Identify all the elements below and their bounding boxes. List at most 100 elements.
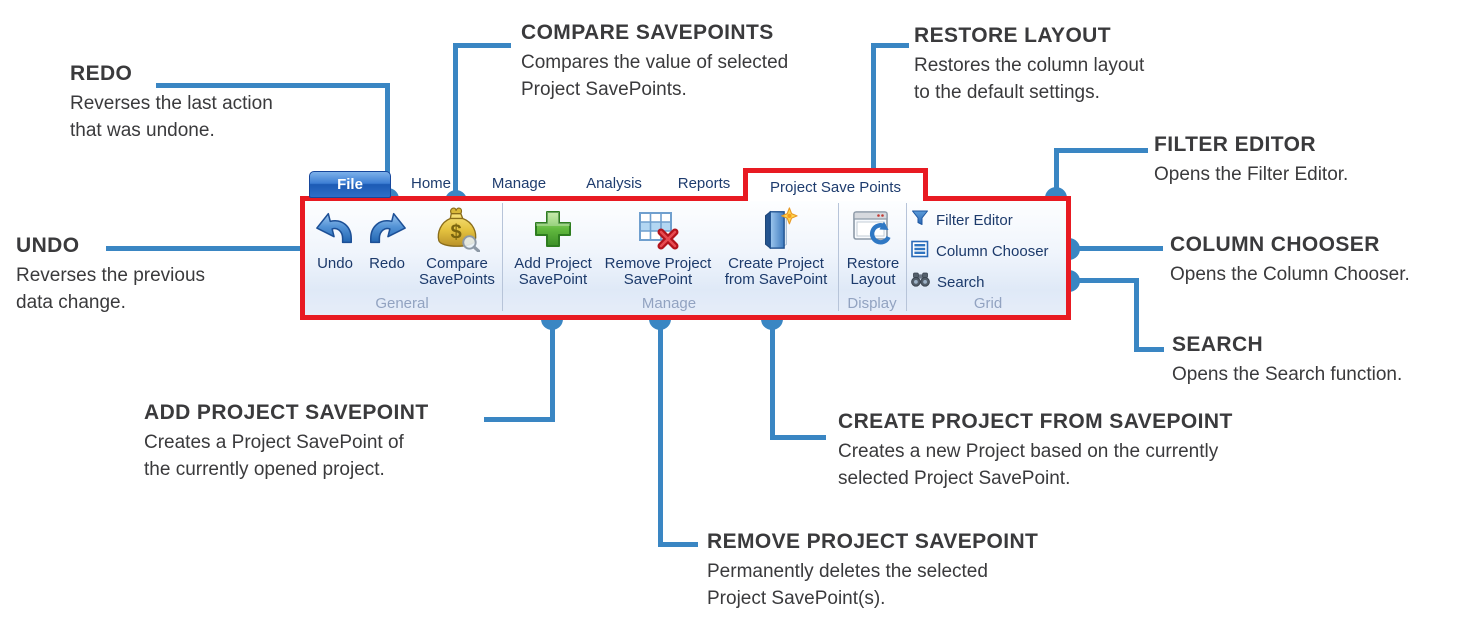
callout-undo: UNDO Reverses the previous data change.	[16, 234, 296, 316]
search-connector-line	[1069, 278, 1139, 283]
filter-editor-label: Filter Editor	[936, 211, 1013, 229]
undo-button-label: Undo	[317, 255, 353, 272]
binoculars-icon	[911, 272, 930, 292]
callout-column-chooser: COLUMN CHOOSER Opens the Column Chooser.	[1170, 233, 1480, 288]
callout-create-line: Creates a new Project based on the curre…	[838, 441, 1219, 462]
column-chooser-button[interactable]: Column Chooser	[911, 237, 1049, 265]
callout-add-title: ADD PROJECT SAVEPOINT	[144, 401, 429, 424]
undo-button[interactable]: Undo	[310, 202, 360, 296]
filter-funnel-icon	[911, 209, 929, 232]
filter-connector-line	[1054, 148, 1148, 153]
group-label-grid: Grid	[973, 295, 1003, 312]
column-list-icon	[911, 240, 929, 263]
group-label-manage: Manage	[641, 295, 697, 312]
add-project-savepoint-button[interactable]: Add Project SavePoint	[506, 202, 600, 296]
callout-compare-title: COMPARE SAVEPOINTS	[521, 21, 774, 44]
undo-arrow-icon	[312, 202, 358, 256]
group-separator	[838, 203, 839, 311]
remove-project-savepoint-label: Remove Project SavePoint	[604, 255, 712, 288]
create-project-from-savepoint-label: Create Project from SavePoint	[724, 255, 828, 288]
callout-add-project-savepoint: ADD PROJECT SAVEPOINT Creates a Project …	[144, 401, 504, 483]
table-red-x-icon	[636, 202, 680, 256]
create-project-from-savepoint-button[interactable]: Create Project from SavePoint	[716, 202, 836, 296]
group-label-general: General	[375, 295, 429, 312]
search-connector-line	[1134, 278, 1139, 352]
callout-restore-layout: RESTORE LAYOUT Restores the column layou…	[914, 24, 1234, 106]
compare-savepoints-label: Compare SavePoints	[419, 255, 495, 288]
group-separator	[906, 203, 907, 311]
remove-connector-line	[658, 318, 663, 547]
redo-button-label: Redo	[369, 255, 405, 272]
restore-layout-button[interactable]: Restore Layout	[841, 202, 905, 296]
callout-redo-line: that was undone.	[70, 120, 215, 141]
callout-column-title: COLUMN CHOOSER	[1170, 233, 1380, 256]
callout-search-title: SEARCH	[1172, 333, 1264, 356]
tab-file[interactable]: File	[309, 171, 391, 198]
compare-connector-line	[453, 43, 458, 203]
callout-column-line: Opens the Column Chooser.	[1170, 264, 1410, 285]
tab-reports[interactable]: Reports	[677, 175, 731, 192]
column-chooser-connector-line	[1069, 246, 1163, 251]
window-refresh-icon	[851, 202, 895, 256]
callout-search-line: Opens the Search function.	[1172, 364, 1403, 385]
compare-savepoints-button[interactable]: $ Compare SavePoints	[414, 202, 500, 296]
callout-redo-line: Reverses the last action	[70, 93, 273, 114]
undo-connector-line	[106, 246, 312, 251]
callout-undo-line: Reverses the previous	[16, 265, 206, 286]
redo-connector-line	[385, 83, 390, 200]
callout-restore-line: Restores the column layout	[914, 55, 1145, 76]
tab-project-save-points[interactable]: Project Save Points	[743, 168, 928, 201]
search-button[interactable]: Search	[911, 268, 985, 296]
redo-button[interactable]: Redo	[362, 202, 412, 296]
filter-editor-button[interactable]: Filter Editor	[911, 206, 1013, 234]
compare-connector-line	[453, 43, 511, 48]
callout-compare-line: Project SavePoints.	[521, 79, 687, 100]
callout-create-title: CREATE PROJECT FROM SAVEPOINT	[838, 410, 1233, 433]
tab-analysis[interactable]: Analysis	[586, 175, 642, 192]
filter-connector-line	[1054, 148, 1059, 200]
callout-remove-project-savepoint: REMOVE PROJECT SAVEPOINT Permanently del…	[707, 530, 1107, 612]
group-label-display: Display	[847, 295, 897, 312]
restore-connector-line	[871, 43, 909, 48]
callout-restore-line: to the default settings.	[914, 82, 1100, 103]
add-connector-line	[550, 318, 555, 422]
restore-layout-label: Restore Layout	[846, 255, 900, 288]
callout-undo-title: UNDO	[16, 234, 80, 257]
create-connector-line	[770, 318, 775, 440]
callout-restore-title: RESTORE LAYOUT	[914, 24, 1111, 47]
svg-text:$: $	[450, 222, 461, 244]
callout-remove-title: REMOVE PROJECT SAVEPOINT	[707, 530, 1039, 553]
green-plus-icon	[531, 202, 575, 256]
callout-remove-line: Project SavePoint(s).	[707, 588, 886, 609]
callout-add-line: the currently opened project.	[144, 459, 385, 480]
group-separator	[502, 203, 503, 311]
callout-filter-editor: FILTER EDITOR Opens the Filter Editor.	[1154, 133, 1474, 188]
ribbon-body	[300, 196, 1071, 320]
callout-add-line: Creates a Project SavePoint of	[144, 432, 404, 453]
tab-manage[interactable]: Manage	[491, 175, 547, 192]
restore-connector-line	[871, 43, 876, 201]
add-project-savepoint-label: Add Project SavePoint	[514, 255, 592, 288]
money-bag-magnifier-icon: $	[434, 202, 480, 256]
add-connector-line	[484, 417, 555, 422]
callout-redo: REDO Reverses the last action that was u…	[70, 62, 350, 144]
tab-project-save-points-label: Project Save Points	[770, 178, 901, 196]
tab-file-label: File	[337, 176, 363, 193]
column-chooser-label: Column Chooser	[936, 242, 1049, 260]
redo-connector-line	[156, 83, 390, 88]
callout-redo-title: REDO	[70, 62, 133, 85]
remove-project-savepoint-button[interactable]: Remove Project SavePoint	[602, 202, 714, 296]
callout-filter-line: Opens the Filter Editor.	[1154, 164, 1349, 185]
tab-home[interactable]: Home	[410, 175, 452, 192]
callout-create-project-from-savepoint: CREATE PROJECT FROM SAVEPOINT Creates a …	[838, 410, 1318, 492]
search-connector-line	[1134, 347, 1164, 352]
callout-undo-line: data change.	[16, 292, 126, 313]
callout-remove-line: Permanently deletes the selected	[707, 561, 988, 582]
callout-compare-line: Compares the value of selected	[521, 52, 789, 73]
create-connector-line	[770, 435, 826, 440]
callout-compare-savepoints: COMPARE SAVEPOINTS Compares the value of…	[521, 21, 881, 103]
callout-filter-title: FILTER EDITOR	[1154, 133, 1316, 156]
search-label: Search	[937, 273, 985, 291]
book-new-icon	[754, 202, 798, 256]
